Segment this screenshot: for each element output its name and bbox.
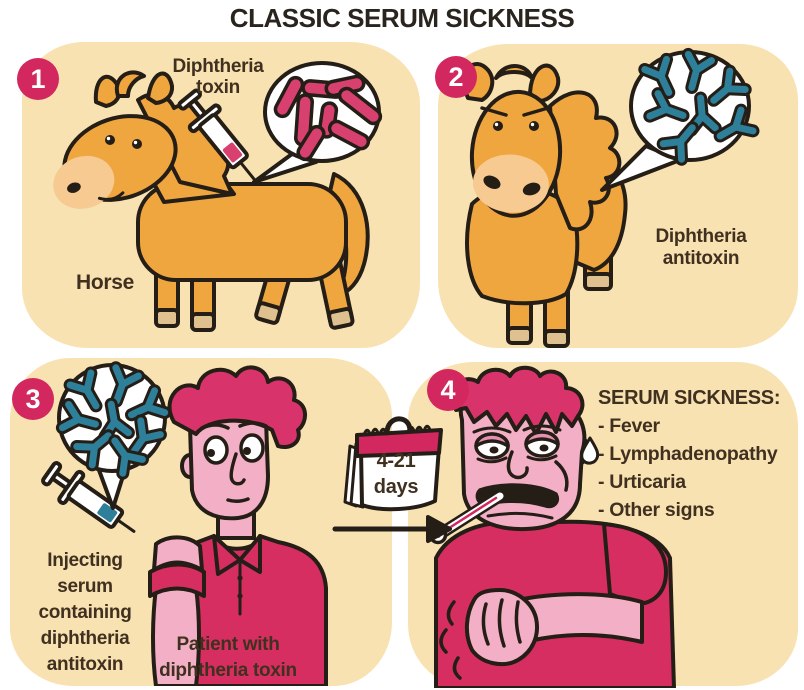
symptom-urticaria: - Urticaria	[598, 471, 686, 493]
symptom-other: - Other signs	[598, 499, 715, 521]
antitoxin-bubble	[600, 52, 753, 192]
step2-panel	[438, 44, 798, 348]
step3-number: 3	[25, 383, 41, 414]
page-title: CLASSIC SERUM SICKNESS	[229, 3, 575, 33]
serum-sickness-heading: SERUM SICKNESS:	[598, 387, 781, 409]
syringe-antitoxin	[41, 461, 136, 533]
arrow-right-icon	[332, 515, 452, 543]
syringe-toxin	[177, 88, 256, 181]
patient-injection-illustration	[41, 358, 328, 686]
diphtheria-bacteria-icon	[273, 74, 383, 162]
step1-number: 1	[30, 63, 46, 94]
step1-panel	[22, 42, 420, 348]
antitoxin-bubble	[59, 365, 165, 510]
step3-panel	[10, 358, 392, 686]
patient	[148, 365, 328, 686]
serum-sickness-list: SERUM SICKNESS: - Fever - Lymphadenopath…	[598, 384, 804, 524]
step2-badge: 2	[435, 56, 477, 98]
step4-number: 4	[440, 374, 456, 405]
diphtheria-toxin-label: Diphtheria toxin	[172, 56, 264, 98]
step3-badge: 3	[12, 378, 54, 420]
horse-antitoxin-illustration	[462, 44, 798, 348]
sick-patient	[428, 365, 676, 688]
symptom-fever: - Fever	[598, 415, 660, 437]
injecting-serum-label: Injecting serum containing diphtheria an…	[38, 550, 132, 675]
horse-head	[469, 89, 563, 218]
horse-injection-illustration	[53, 61, 383, 332]
step4-badge: 4	[427, 369, 469, 411]
horse-head	[53, 114, 178, 209]
diphtheria-antitoxin-label: Diphtheria antitoxin	[655, 226, 747, 269]
horse-side-view	[53, 70, 370, 332]
bacteria-bubble	[252, 61, 383, 184]
horse-front-view	[462, 62, 628, 348]
symptom-lymphadenopathy: - Lymphadenopathy	[598, 443, 778, 465]
horse-label: Horse	[75, 271, 135, 294]
patient-label: Patient with diphtheria toxin	[159, 634, 297, 681]
sweat-drop-icon	[580, 436, 600, 465]
step2-number: 2	[448, 61, 464, 92]
calendar-days-label: 4-21 days	[373, 450, 419, 498]
sick-patient-illustration	[428, 365, 676, 688]
step4-panel	[408, 362, 798, 688]
calendar-icon	[343, 416, 443, 512]
step1-badge: 1	[17, 58, 59, 100]
timeline-calendar: 4-21 days	[336, 404, 454, 528]
